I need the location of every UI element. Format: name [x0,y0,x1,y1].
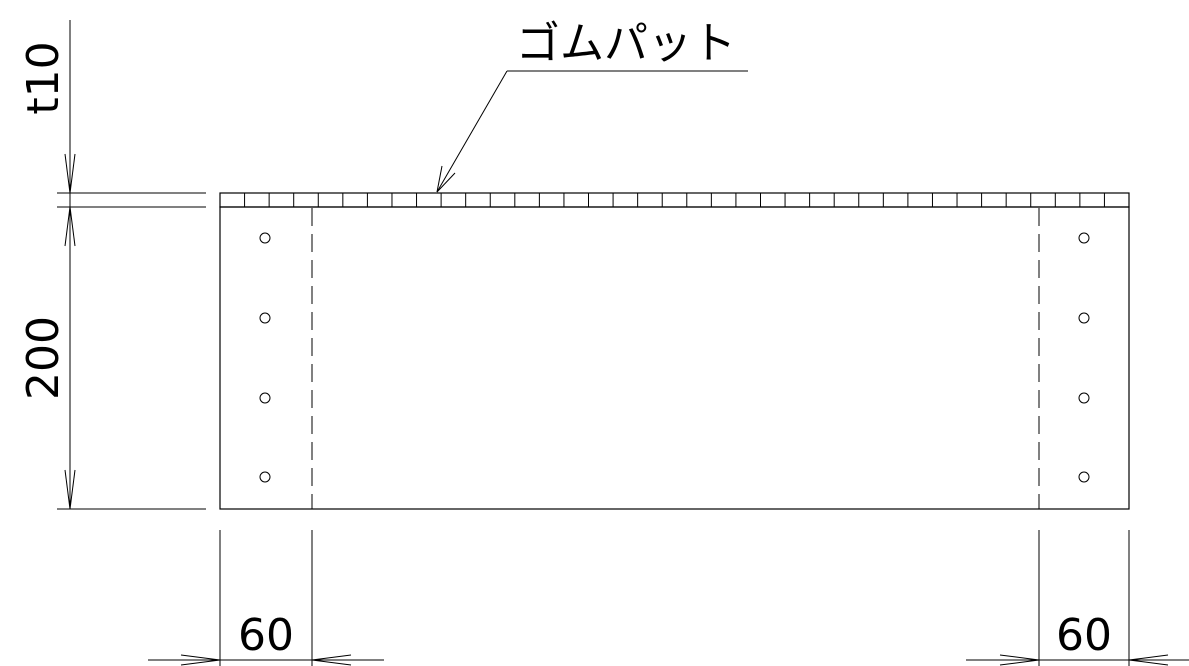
dim-label-left-60: 60 [238,610,294,661]
plate-body [219,206,1130,510]
right-bolt-hole [1078,312,1090,324]
right-horizontal-dimension [966,530,1189,666]
right-bolt-hole [1078,392,1090,404]
left-bolt-hole [259,232,271,244]
bolt-holes [259,232,1090,483]
left-bolt-hole [259,392,271,404]
rubber-pad-segments [244,193,1105,207]
right-bolt-hole [1078,471,1090,483]
dim-label-t10: t10 [18,41,69,114]
left-horizontal-dimension [148,530,384,666]
right-bolt-hole [1078,232,1090,244]
callout-leader [436,70,748,193]
rubber-pad [219,192,1130,208]
dim-label-right-60: 60 [1056,610,1112,661]
dim-label-200: 200 [18,316,69,400]
left-bolt-hole [259,312,271,324]
callout-label: ゴムパット [516,18,736,69]
left-bolt-hole [259,471,271,483]
vertical-dimension [57,20,206,510]
